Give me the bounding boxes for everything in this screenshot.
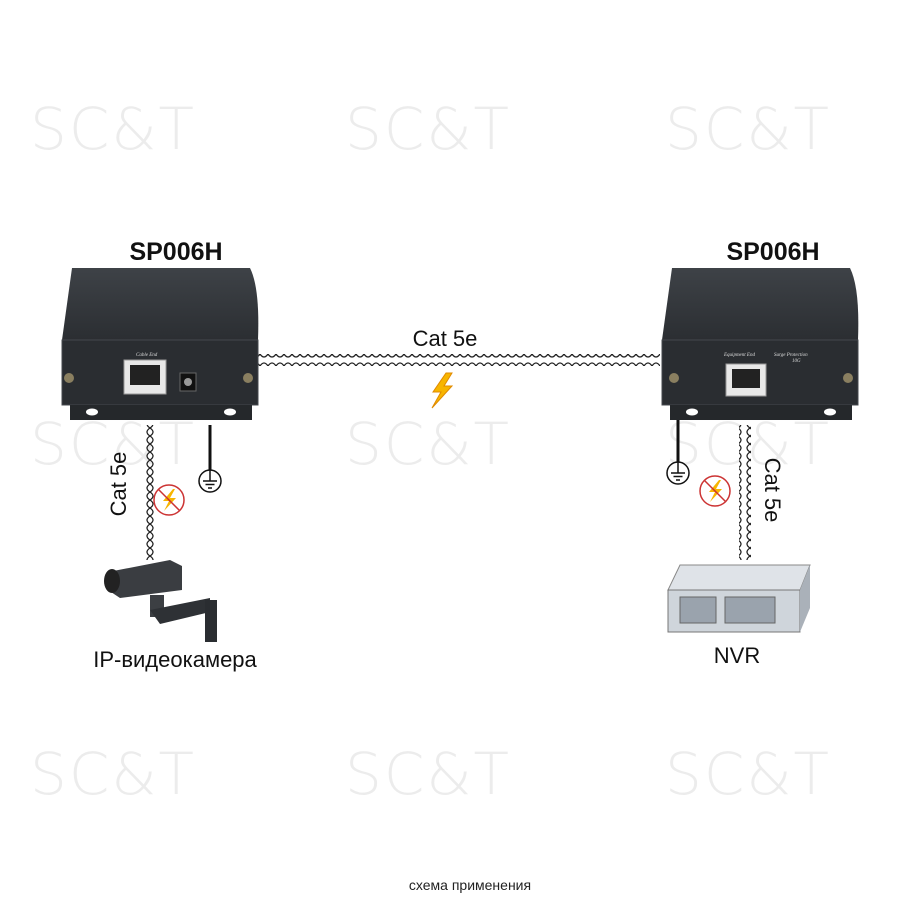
- watermark-logo: SC&T: [30, 740, 196, 808]
- no-surge-icon: [699, 475, 731, 507]
- ip-camera-icon: [104, 560, 217, 642]
- device-title-right: SP006H: [726, 238, 820, 266]
- surge-protector-right: Equipment End Surge Protection 10G: [661, 268, 859, 420]
- watermark-logo: SC&T: [30, 410, 196, 478]
- port-label: Equipment End: [723, 353, 755, 358]
- panel-text: 10G: [792, 359, 801, 364]
- ground-icon: [666, 461, 690, 485]
- surge-protector-left: Cable End: [61, 268, 259, 420]
- ground-icon: [198, 469, 222, 493]
- caption: схема применения: [408, 877, 532, 893]
- main-cable-label: Cat 5e: [412, 326, 478, 351]
- left-cable-label: Cat 5e: [106, 451, 131, 517]
- left-cable: [142, 425, 154, 560]
- watermark-logo: SC&T: [345, 95, 511, 163]
- main-cable: [255, 354, 660, 366]
- nvr-label: NVR: [713, 643, 761, 668]
- watermark-logo: SC&T: [345, 740, 511, 808]
- watermark-logo: SC&T: [665, 95, 831, 163]
- device-title-left: SP006H: [129, 238, 223, 266]
- watermark-logo: SC&T: [345, 410, 511, 478]
- watermark-logo: SC&T: [30, 95, 196, 163]
- port-label: Cable End: [136, 353, 158, 358]
- panel-text: Surge Protection: [774, 353, 808, 358]
- lightning-icon: [431, 372, 454, 409]
- camera-label: IP-видеокамера: [93, 647, 257, 672]
- right-cable-label: Cat 5e: [760, 457, 785, 523]
- no-surge-icon: [153, 484, 185, 516]
- watermark-logo: SC&T: [665, 740, 831, 808]
- nvr-icon: [667, 564, 811, 633]
- right-cable: [739, 425, 751, 560]
